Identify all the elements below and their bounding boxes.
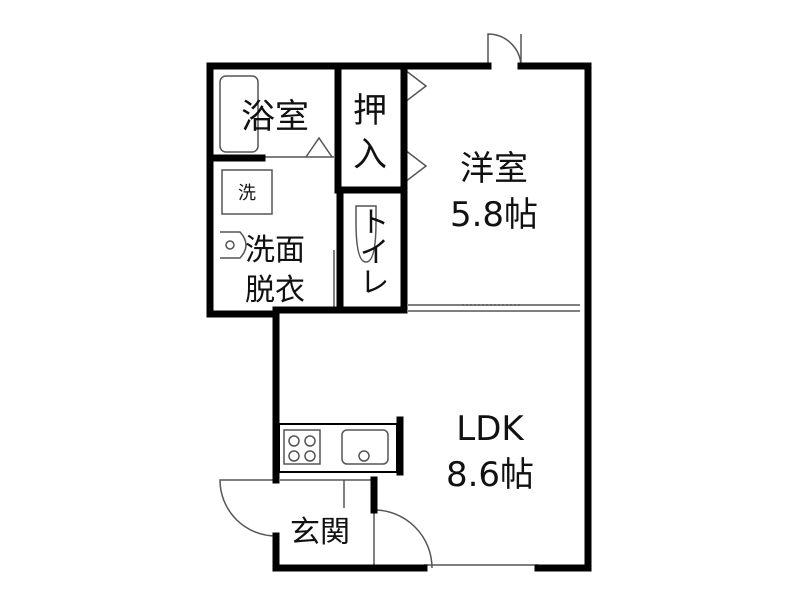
stove (283, 429, 321, 465)
fixtures (219, 33, 580, 569)
kitchen-sink (341, 429, 389, 465)
bathtub (219, 75, 259, 153)
walls (206, 62, 592, 572)
kitchen-counter (278, 423, 398, 473)
closet-door-lower (404, 149, 428, 183)
entrance-label: 玄関 (290, 515, 350, 550)
inner-door-swing (373, 509, 433, 569)
closet-door-upper (404, 69, 428, 103)
washroom-label-line2: 脱衣 (245, 273, 305, 308)
western-room-size: 5.8帖 (450, 195, 538, 235)
toilet-bowl (355, 205, 377, 263)
bath-label: 浴室 (241, 97, 309, 137)
closet-label-bottom: 入 (353, 135, 387, 175)
room-door-swing (487, 33, 522, 67)
washing-machine (221, 169, 273, 215)
closet-label-top: 押 (353, 91, 387, 131)
wash-basin (220, 231, 247, 259)
ldk-size: 8.6帖 (446, 455, 534, 495)
washer-label: 洗 (238, 183, 256, 204)
washroom-label-line1: 洗面 (245, 233, 305, 268)
western-room-label: 洋室 (460, 149, 528, 189)
entrance-door-swing (219, 479, 277, 537)
bath-door (305, 136, 333, 158)
toilet-label: トイレ (354, 206, 389, 296)
closet-char-1: 押 (353, 91, 387, 131)
closet-char-2: 入 (353, 135, 387, 175)
ldk-label: LDK (456, 409, 525, 449)
